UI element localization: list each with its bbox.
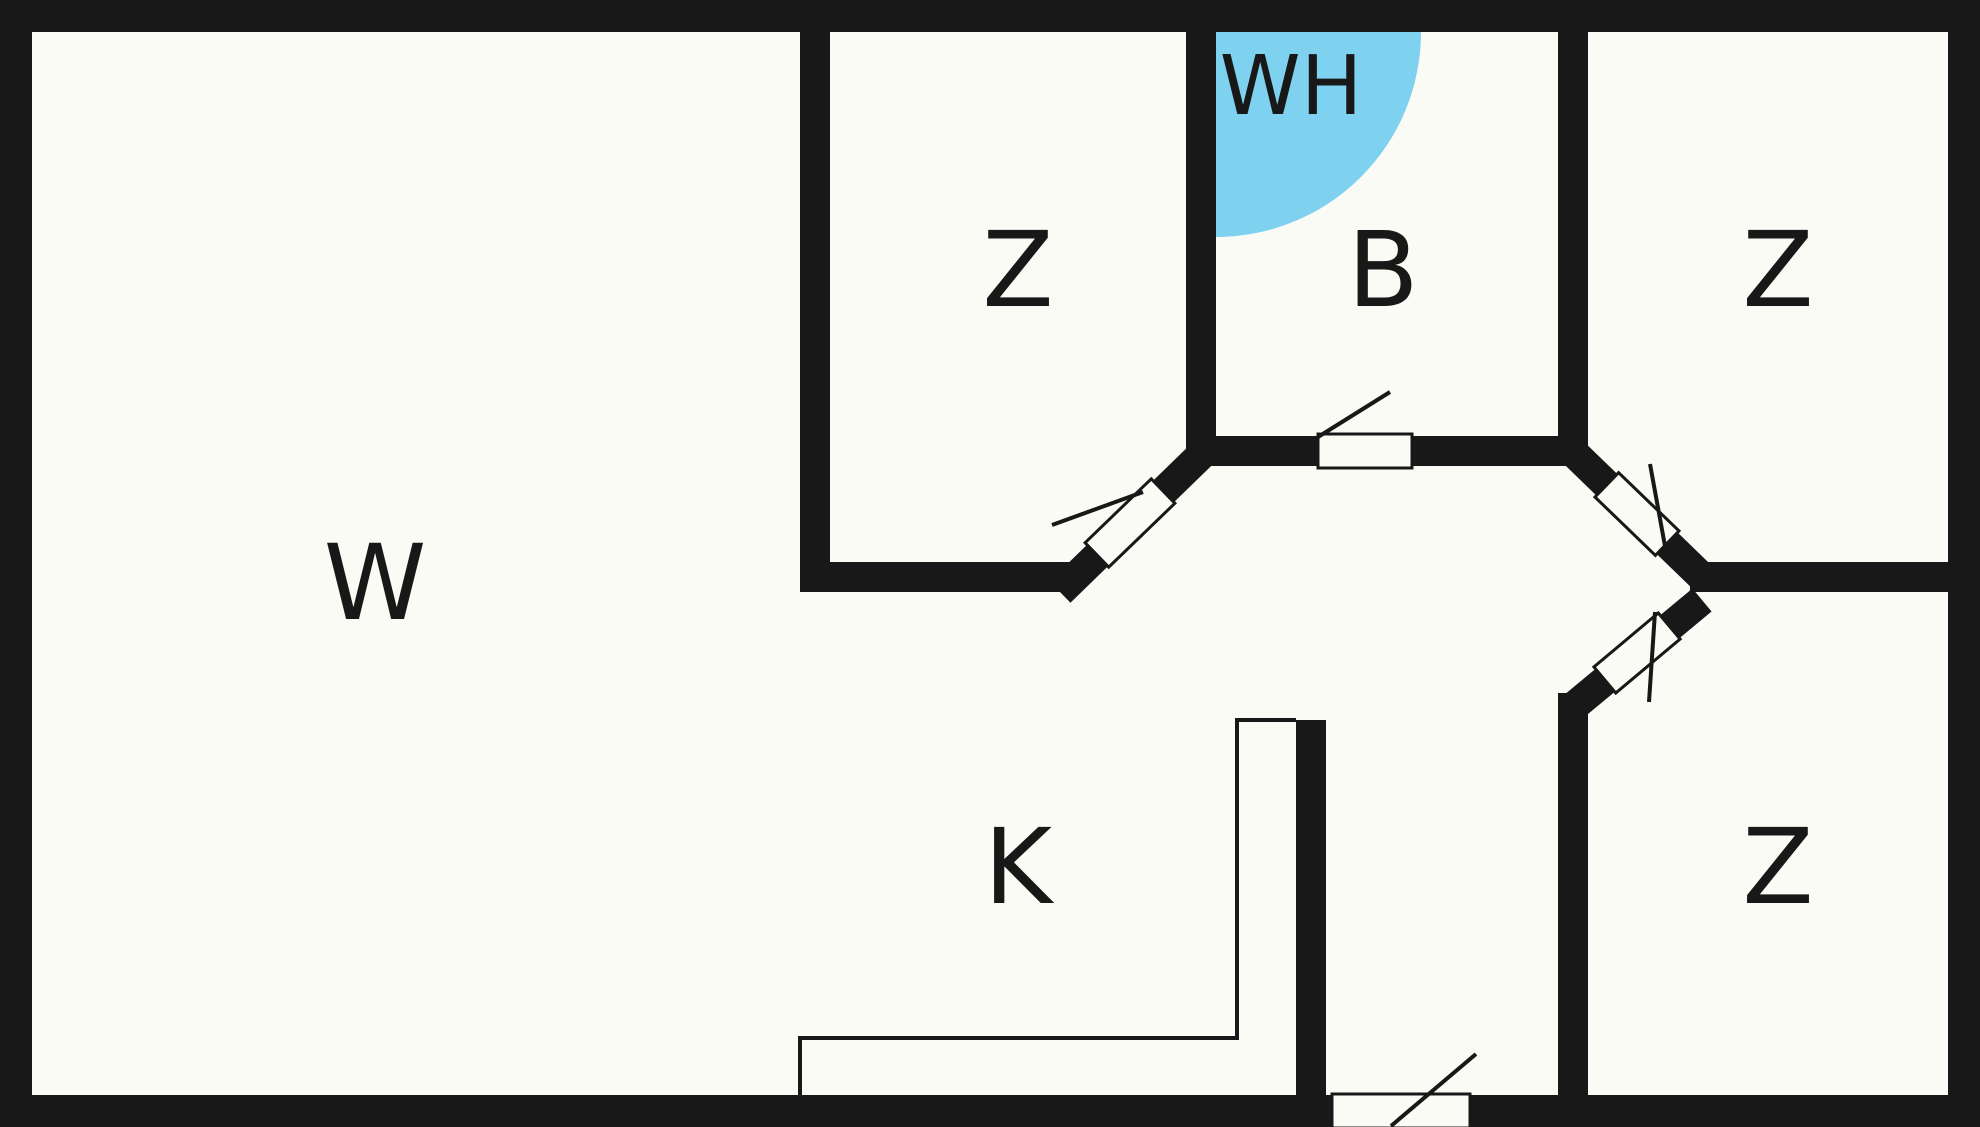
wall-outer-bottom bbox=[0, 1095, 1980, 1127]
door-opening-zbottomright bbox=[1591, 610, 1683, 696]
door-opening-ztopright bbox=[1592, 470, 1682, 558]
door-swing-ztopright bbox=[1648, 463, 1669, 558]
door-swings bbox=[1051, 390, 1669, 1127]
room-label-b: B bbox=[1347, 209, 1418, 331]
wall-ztop-hall-horizontal bbox=[800, 562, 1075, 592]
water-heater-fixture bbox=[1216, 32, 1421, 237]
wall-outer-right bbox=[1948, 0, 1980, 1127]
door-swing-zbottomright bbox=[1647, 611, 1657, 703]
room-label-z-bottom-right: Z bbox=[1742, 806, 1813, 928]
wall-kitchen-vertical bbox=[1296, 720, 1326, 1095]
water-heater-label: WH bbox=[1220, 39, 1363, 134]
wall-b-ztopright-vertical bbox=[1558, 32, 1588, 466]
door-swing-b bbox=[1316, 390, 1392, 439]
wall-outer-left bbox=[0, 0, 32, 1127]
room-labels: W Z B Z K Z bbox=[324, 209, 1814, 928]
wall-ztop-b-vertical bbox=[1186, 32, 1216, 466]
wall-w-ztop-vertical bbox=[800, 32, 830, 592]
kitchen-counter-line bbox=[798, 718, 1296, 1095]
door-openings bbox=[1082, 432, 1683, 1127]
room-label-w: W bbox=[324, 522, 427, 644]
door-opening-bottom-exterior bbox=[1330, 1092, 1472, 1127]
door-opening-ztop bbox=[1082, 476, 1178, 570]
fixture-labels: WH bbox=[1220, 39, 1363, 134]
door-swing-bottom bbox=[1389, 1052, 1478, 1127]
room-label-z-top-middle: Z bbox=[982, 209, 1053, 331]
wall-outer-top bbox=[0, 0, 1980, 32]
door-opening-b bbox=[1316, 432, 1414, 470]
room-label-z-top-right: Z bbox=[1742, 209, 1813, 331]
wall-hall-zbottom-vertical bbox=[1558, 693, 1588, 1095]
door-swing-ztop bbox=[1051, 490, 1144, 527]
wall-ztopright-zbottom-horizontal bbox=[1690, 562, 1948, 592]
room-label-k: K bbox=[984, 806, 1055, 928]
